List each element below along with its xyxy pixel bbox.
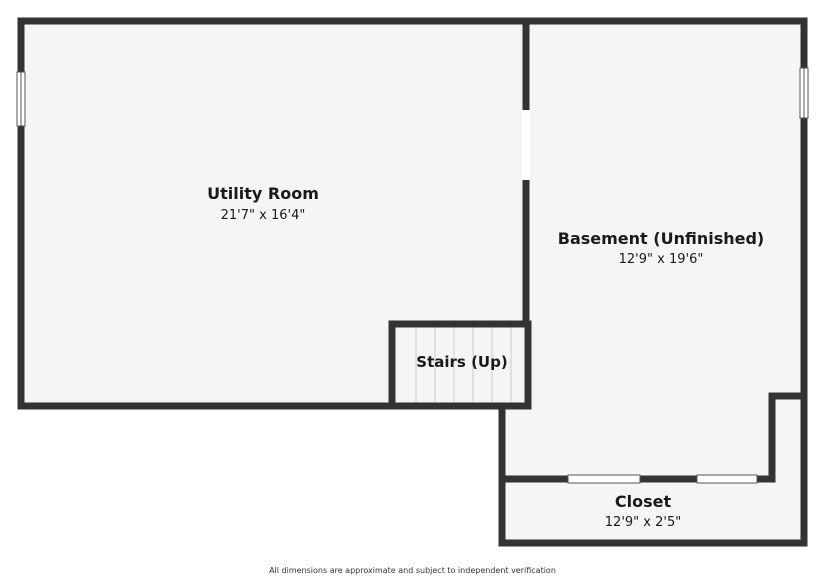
closet-door-left xyxy=(567,474,641,484)
closet-floor xyxy=(502,396,803,542)
walls xyxy=(17,17,808,547)
utility-room-name: Utility Room xyxy=(207,184,319,203)
divider-doorway xyxy=(522,110,530,180)
stairs-floor xyxy=(392,324,528,406)
openings xyxy=(16,67,809,484)
floors xyxy=(22,23,803,542)
closet-door-right xyxy=(696,474,758,484)
basement-floor xyxy=(526,23,803,396)
basement-dims: 12'9" x 19'6" xyxy=(619,252,704,267)
stair-treads xyxy=(415,327,512,404)
closet-name: Closet xyxy=(615,492,672,511)
disclaimer-text: All dimensions are approximate and subje… xyxy=(269,566,556,575)
utility-room-dims: 21'7" x 16'4" xyxy=(221,208,306,223)
closet-dims: 12'9" x 2'5" xyxy=(605,515,681,530)
basement-name: Basement (Unfinished) xyxy=(558,229,764,248)
stairs-label: Stairs (Up) xyxy=(416,353,507,371)
